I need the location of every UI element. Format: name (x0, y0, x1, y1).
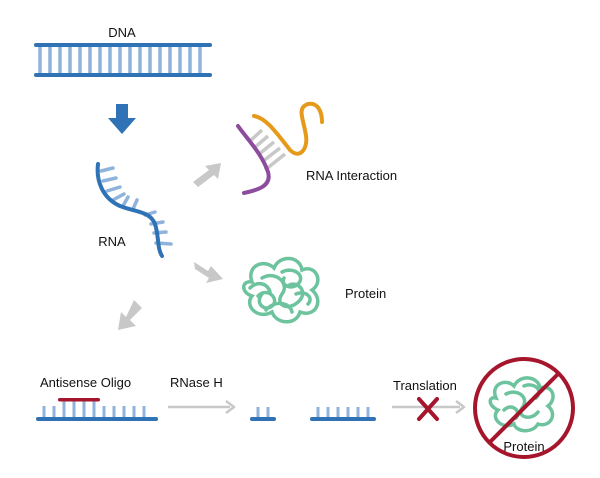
dna-double-helix: DNA (34, 25, 212, 77)
arrow-to-antisense (118, 300, 142, 330)
target-rna-strand (36, 417, 158, 421)
down-arrow-icon (108, 104, 136, 134)
cross-icon (417, 397, 439, 421)
no-entry-icon: Protein (473, 357, 575, 459)
protein-label: Protein (345, 286, 386, 301)
rna-interaction-duplex: RNA Interaction (236, 101, 397, 195)
arrow-to-protein (194, 262, 223, 283)
translation-label: Translation (393, 378, 457, 393)
rna-bottom-bases (42, 401, 146, 418)
antisense-oligo-label: Antisense Oligo (40, 375, 131, 390)
dna-bottom-strand (34, 73, 212, 77)
dna-top-strand (34, 43, 212, 47)
blocked-protein-label: Protein (503, 439, 544, 454)
rna-interaction-orange-strand (252, 101, 324, 156)
dna-base-pairs (38, 47, 202, 73)
rna-interaction-label: RNA Interaction (306, 168, 397, 183)
rna-backbone (95, 162, 164, 258)
prohibited-slash (487, 371, 561, 445)
rna-with-oligo (36, 398, 158, 421)
rnase-h-arrow (168, 400, 236, 414)
arrow-to-rna-interaction (193, 163, 221, 187)
rna-bases (99, 166, 173, 246)
rna-label: RNA (98, 234, 126, 249)
cleaved-rna-fragment-long (310, 407, 376, 421)
prohibited-circle (473, 357, 575, 459)
cleaved-rna-fragment-short (250, 407, 276, 421)
rna-interaction-purple-strand (236, 124, 271, 195)
rnase-h-label: RNase H (170, 375, 223, 390)
dna-label: DNA (108, 25, 136, 40)
rna-strand: RNA (95, 162, 173, 258)
protein-icon: Protein (242, 256, 386, 324)
antisense-oligo-strand (58, 398, 100, 402)
